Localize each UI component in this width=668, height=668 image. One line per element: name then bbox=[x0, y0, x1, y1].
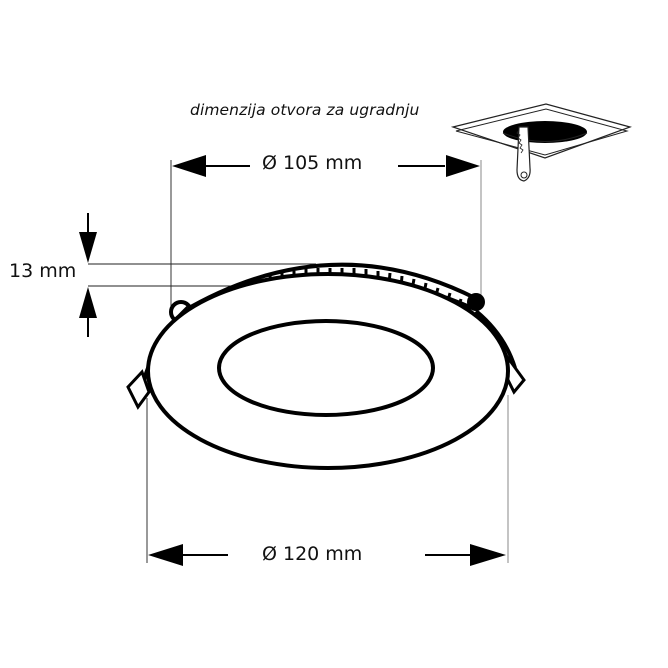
height-label: 13 mm bbox=[9, 260, 77, 282]
height-dimension-line bbox=[79, 213, 316, 337]
cutout-caption: dimenzija otvora za ugradnju bbox=[190, 101, 420, 119]
outer-dimension-line bbox=[146, 395, 509, 566]
cutout-diameter-label: Ø 105 mm bbox=[262, 152, 363, 174]
ceiling-cutout-icon bbox=[450, 103, 632, 182]
cutout-dimension-line bbox=[170, 155, 482, 308]
led-panel bbox=[146, 272, 510, 470]
outer-diameter-label: Ø 120 mm bbox=[262, 543, 363, 565]
